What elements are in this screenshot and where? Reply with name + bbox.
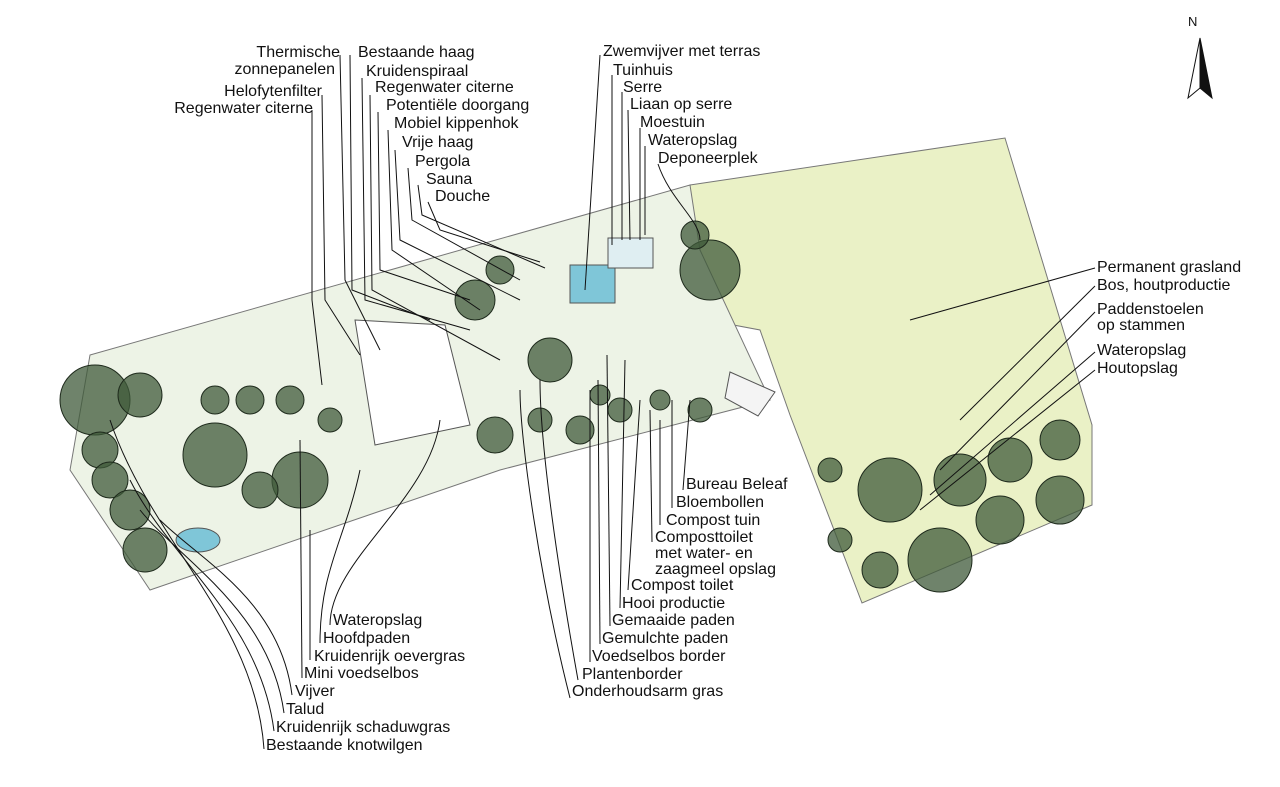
tree-canopy [680, 220, 710, 250]
label-houtopslag: Houtopslag [1097, 360, 1178, 377]
label-pergola: Pergola [415, 153, 471, 170]
label-regenwater-citerne-1: Regenwater citerne [174, 100, 313, 117]
label-kruidenspiraal: Kruidenspiraal [366, 63, 469, 80]
label-gemulchte-paden: Gemulchte paden [602, 630, 729, 647]
label-helofytenfilter: Helofytenfilter [224, 83, 322, 100]
tree-canopy [91, 461, 129, 499]
label-bestaande-knotwilgen: Bestaande knotwilgen [266, 737, 423, 754]
tree-canopy [649, 389, 671, 411]
label-wateropslag-3: Wateropslag [333, 612, 423, 629]
tree-canopy [827, 527, 853, 553]
label-kruidenrijk-oevergras: Kruidenrijk oevergras [314, 648, 466, 665]
label-talud: Talud [286, 701, 325, 718]
label-vijver: Vijver [295, 683, 335, 700]
label-sauna: Sauna [426, 171, 473, 188]
tree-canopy [861, 551, 899, 589]
tree-canopy [1039, 419, 1081, 461]
label-vrije-haag: Vrije haag [402, 134, 474, 151]
label-met-water-en: met water- en [655, 545, 753, 562]
north-arrow-icon [1187, 37, 1213, 100]
label-voedselbos-border: Voedselbos border [592, 648, 726, 665]
label-hooi-productie: Hooi productie [622, 595, 726, 612]
label-wateropslag-2: Wateropslag [1097, 342, 1187, 359]
tree-canopy [241, 471, 279, 509]
label-deponeerplek: Deponeerplek [658, 150, 758, 167]
tree-canopy [275, 385, 305, 415]
compass-label: N [1188, 14, 1198, 29]
tree-canopy [476, 416, 514, 454]
swimming-pond [569, 264, 616, 304]
label-serre: Serre [623, 79, 663, 96]
tree-canopy [200, 385, 230, 415]
greenhouse [607, 237, 654, 269]
label-kruidenrijk-schaduwgras: Kruidenrijk schaduwgras [276, 719, 451, 736]
label-gemaaide-paden: Gemaaide paden [612, 612, 735, 629]
label-permanent-grasland: Permanent grasland [1097, 259, 1242, 276]
tree-canopy [857, 457, 923, 523]
pond [175, 527, 221, 553]
label-regenwater-citerne-2: Regenwater citerne [375, 79, 514, 96]
house [354, 319, 471, 446]
label-potentiele-doorgang: Potentiële doorgang [386, 97, 530, 114]
tree-canopy [109, 489, 151, 531]
label-bestaande-haag: Bestaande haag [358, 44, 475, 61]
tree-canopy [527, 337, 573, 383]
label-compost-toilet: Compost toilet [631, 577, 734, 594]
label-plantenborder: Plantenborder [582, 666, 683, 683]
tree-canopy [565, 415, 595, 445]
tree-canopy [907, 527, 973, 593]
label-thermische: Thermische [256, 44, 340, 61]
label-bloembollen: Bloembollen [676, 494, 765, 511]
label-mobiel-kippenhok: Mobiel kippenhok [394, 115, 519, 132]
tree-canopy [527, 407, 553, 433]
label-composttoilet: Composttoilet [655, 529, 753, 546]
tree-canopy [182, 422, 248, 488]
tree-canopy [687, 397, 713, 423]
label-tuinhuis: Tuinhuis [613, 62, 673, 79]
label-zonnepanelen: zonnepanelen [234, 61, 335, 78]
label-onderhoudsarm-gras: Onderhoudsarm gras [572, 683, 724, 700]
tree-canopy [454, 279, 496, 321]
tree-canopy [235, 385, 265, 415]
tree-canopy [933, 453, 987, 507]
label-bos-houtproductie: Bos, houtproductie [1097, 277, 1231, 294]
tree-canopy [117, 372, 163, 418]
label-compost-tuin: Compost tuin [666, 512, 761, 529]
label-liaan-op-serre: Liaan op serre [630, 96, 733, 113]
label-wateropslag-1: Wateropslag [648, 132, 738, 149]
tree-canopy [485, 255, 515, 285]
label-paddenstoelen: Paddenstoelen [1097, 301, 1204, 318]
label-hoofdpaden: Hoofdpaden [323, 630, 411, 647]
label-bureau-beleaf: Bureau Beleaf [686, 476, 788, 493]
tree-canopy [679, 239, 741, 301]
label-zwemvijver: Zwemvijver met terras [603, 43, 761, 60]
tree-canopy [607, 397, 633, 423]
label-douche: Douche [435, 188, 491, 205]
label-op-stammen: op stammen [1097, 317, 1186, 334]
tree-canopy [317, 407, 343, 433]
label-mini-voedselbos: Mini voedselbos [304, 665, 419, 682]
tree-canopy [122, 527, 168, 573]
tree-canopy [975, 495, 1025, 545]
tree-canopy [1035, 475, 1085, 525]
label-moestuin: Moestuin [640, 114, 705, 131]
tree-canopy [817, 457, 843, 483]
trees [59, 220, 1085, 593]
tree-canopy [987, 437, 1033, 483]
leader-lines [109, 54, 1096, 750]
label-zaagmeel-opslag: zaagmeel opslag [655, 561, 776, 578]
bureau-beleaf [724, 371, 776, 417]
